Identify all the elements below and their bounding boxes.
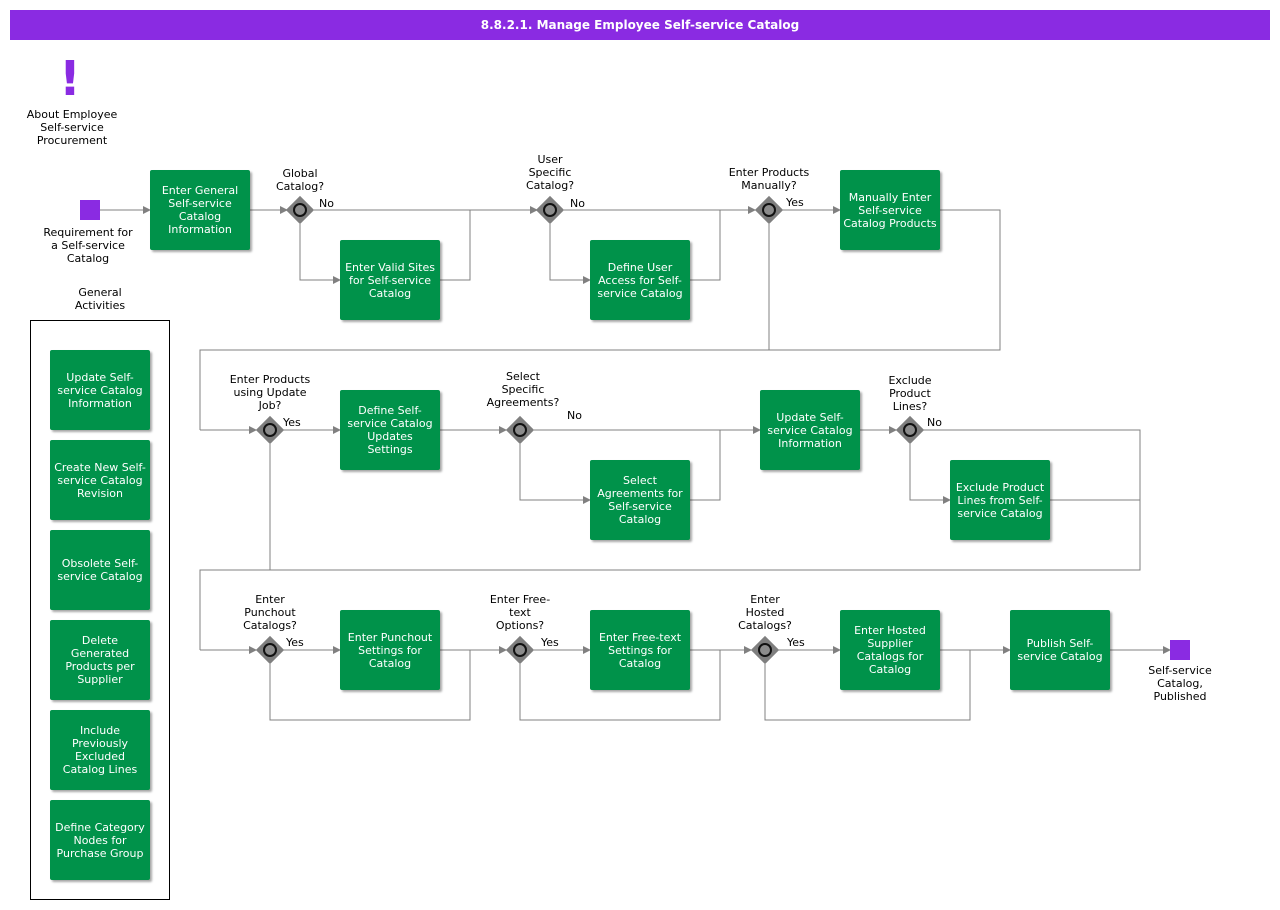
task-enter-general-info[interactable]: Enter General Self-service Catalog Infor… — [150, 170, 250, 250]
general-activity-item[interactable]: Obsolete Self-service Catalog — [50, 530, 150, 610]
branch-no-label: No — [927, 416, 942, 429]
gateway-punchout-label: Enter Punchout Catalogs? — [243, 593, 297, 632]
task-select-agreements[interactable]: Select Agreements for Self-service Catal… — [590, 460, 690, 540]
exclamation-icon: ! — [59, 51, 81, 107]
diagram-title: 8.8.2.1. Manage Employee Self-service Ca… — [10, 10, 1270, 40]
task-define-user-access[interactable]: Define User Access for Self-service Cata… — [590, 240, 690, 320]
task-exclude-product-lines[interactable]: Exclude Product Lines from Self-service … — [950, 460, 1050, 540]
branch-no-label: No — [567, 409, 582, 422]
gateway-user-specific-label: User Specific Catalog? — [525, 153, 575, 192]
general-activities-group — [30, 320, 170, 900]
task-manually-enter-products[interactable]: Manually Enter Self-service Catalog Prod… — [840, 170, 940, 250]
gateway-update-job-label: Enter Products using Update Job? — [229, 373, 311, 412]
gateway-freetext-label: Enter Free- text Options? — [489, 593, 551, 632]
task-hosted-catalogs[interactable]: Enter Hosted Supplier Catalogs for Catal… — [840, 610, 940, 690]
gateway-hosted-label: Enter Hosted Catalogs? — [738, 593, 792, 632]
branch-yes-label: Yes — [286, 636, 304, 649]
general-activity-item[interactable]: Define Category Nodes for Purchase Group — [50, 800, 150, 880]
general-activity-item[interactable]: Include Previously Excluded Catalog Line… — [50, 710, 150, 790]
about-label[interactable]: About Employee Self-service Procurement — [26, 108, 118, 147]
general-activity-item[interactable]: Update Self-service Catalog Information — [50, 350, 150, 430]
branch-no-label: No — [570, 197, 585, 210]
gateway-specific-agreements-label: Select Specific Agreements? — [486, 370, 560, 409]
branch-yes-label: Yes — [786, 196, 804, 209]
start-event-label: Requirement for a Self-service Catalog — [43, 226, 133, 265]
gateway-exclude-lines-label: Exclude Product Lines? — [888, 374, 932, 413]
general-activities-title: General Activities — [74, 286, 126, 312]
general-activity-item[interactable]: Delete Generated Products per Supplier — [50, 620, 150, 700]
gateway-global-label: Global Catalog? — [275, 167, 325, 193]
task-publish-catalog[interactable]: Publish Self-service Catalog — [1010, 610, 1110, 690]
end-event-label: Self-service Catalog, Published — [1148, 664, 1212, 703]
branch-yes-label: Yes — [787, 636, 805, 649]
task-update-catalog-info[interactable]: Update Self-service Catalog Information — [760, 390, 860, 470]
task-freetext-settings[interactable]: Enter Free-text Settings for Catalog — [590, 610, 690, 690]
branch-yes-label: Yes — [541, 636, 559, 649]
start-event[interactable] — [80, 200, 100, 220]
branch-yes-label: Yes — [283, 416, 301, 429]
gateway-enter-manually-label: Enter Products Manually? — [728, 166, 810, 192]
task-enter-valid-sites[interactable]: Enter Valid Sites for Self-service Catal… — [340, 240, 440, 320]
general-activity-item[interactable]: Create New Self-service Catalog Revision — [50, 440, 150, 520]
branch-no-label: No — [319, 197, 334, 210]
task-punchout-settings[interactable]: Enter Punchout Settings for Catalog — [340, 610, 440, 690]
task-define-updates-settings[interactable]: Define Self-service Catalog Updates Sett… — [340, 390, 440, 470]
end-event[interactable] — [1170, 640, 1190, 660]
